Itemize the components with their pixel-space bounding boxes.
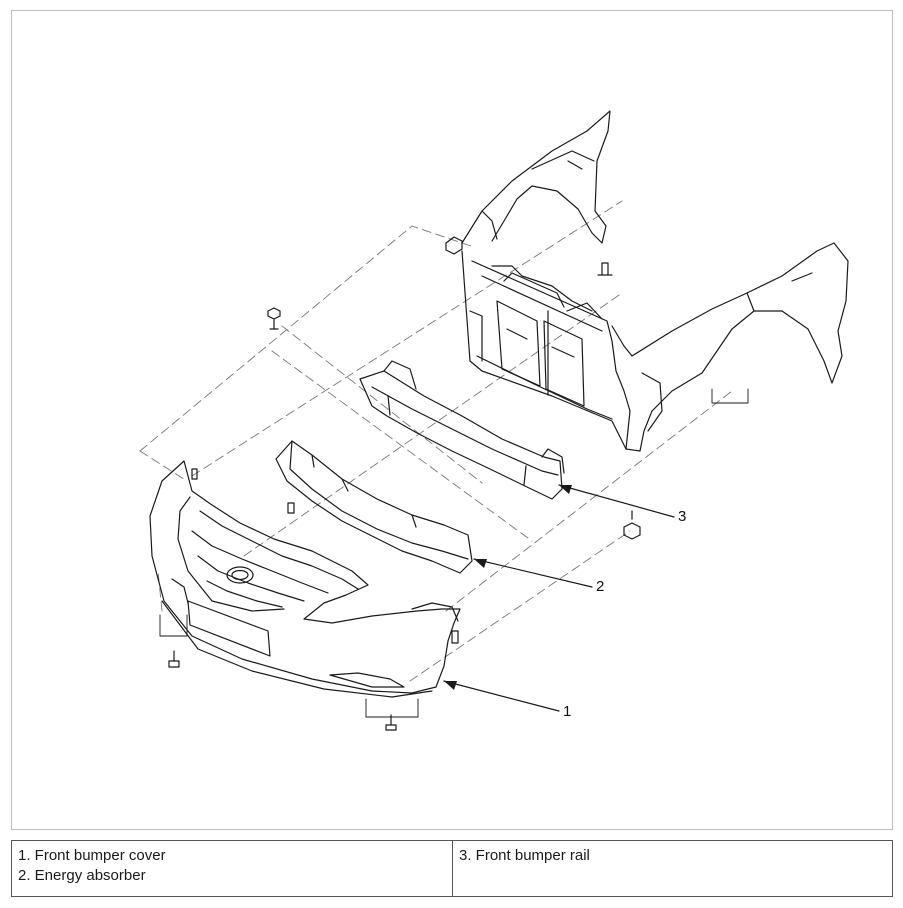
legend-item-front-bumper-rail: 3. Front bumper rail	[459, 847, 590, 864]
callout-number-3: 3	[678, 508, 686, 525]
front-bumper-cover	[149, 460, 461, 698]
legend-item-energy-absorber: 2. Energy absorber	[18, 867, 146, 884]
fastener-bolts	[168, 236, 641, 731]
energy-absorber	[275, 440, 473, 574]
callout-number-2: 2	[596, 578, 604, 595]
parts-legend-table: 1. Front bumper cover 2. Energy absorber…	[11, 840, 893, 897]
alignment-lines	[139, 200, 733, 682]
legend-item-front-bumper-cover: 1. Front bumper cover	[18, 847, 166, 864]
fender-and-radiator-support-assembly	[461, 110, 849, 452]
front-bumper-exploded-diagram: 3 2 1	[139, 110, 849, 731]
callout-leaders	[443, 484, 675, 712]
legend-column-right: 3. Front bumper rail	[453, 841, 892, 896]
front-bumper-rail	[359, 360, 565, 500]
exploded-view-figure: 3 2 1	[11, 10, 893, 830]
legend-column-left: 1. Front bumper cover 2. Energy absorber	[12, 841, 453, 896]
callout-number-1: 1	[563, 703, 571, 720]
arrowheads	[444, 485, 572, 690]
fastener-brackets	[159, 388, 749, 718]
